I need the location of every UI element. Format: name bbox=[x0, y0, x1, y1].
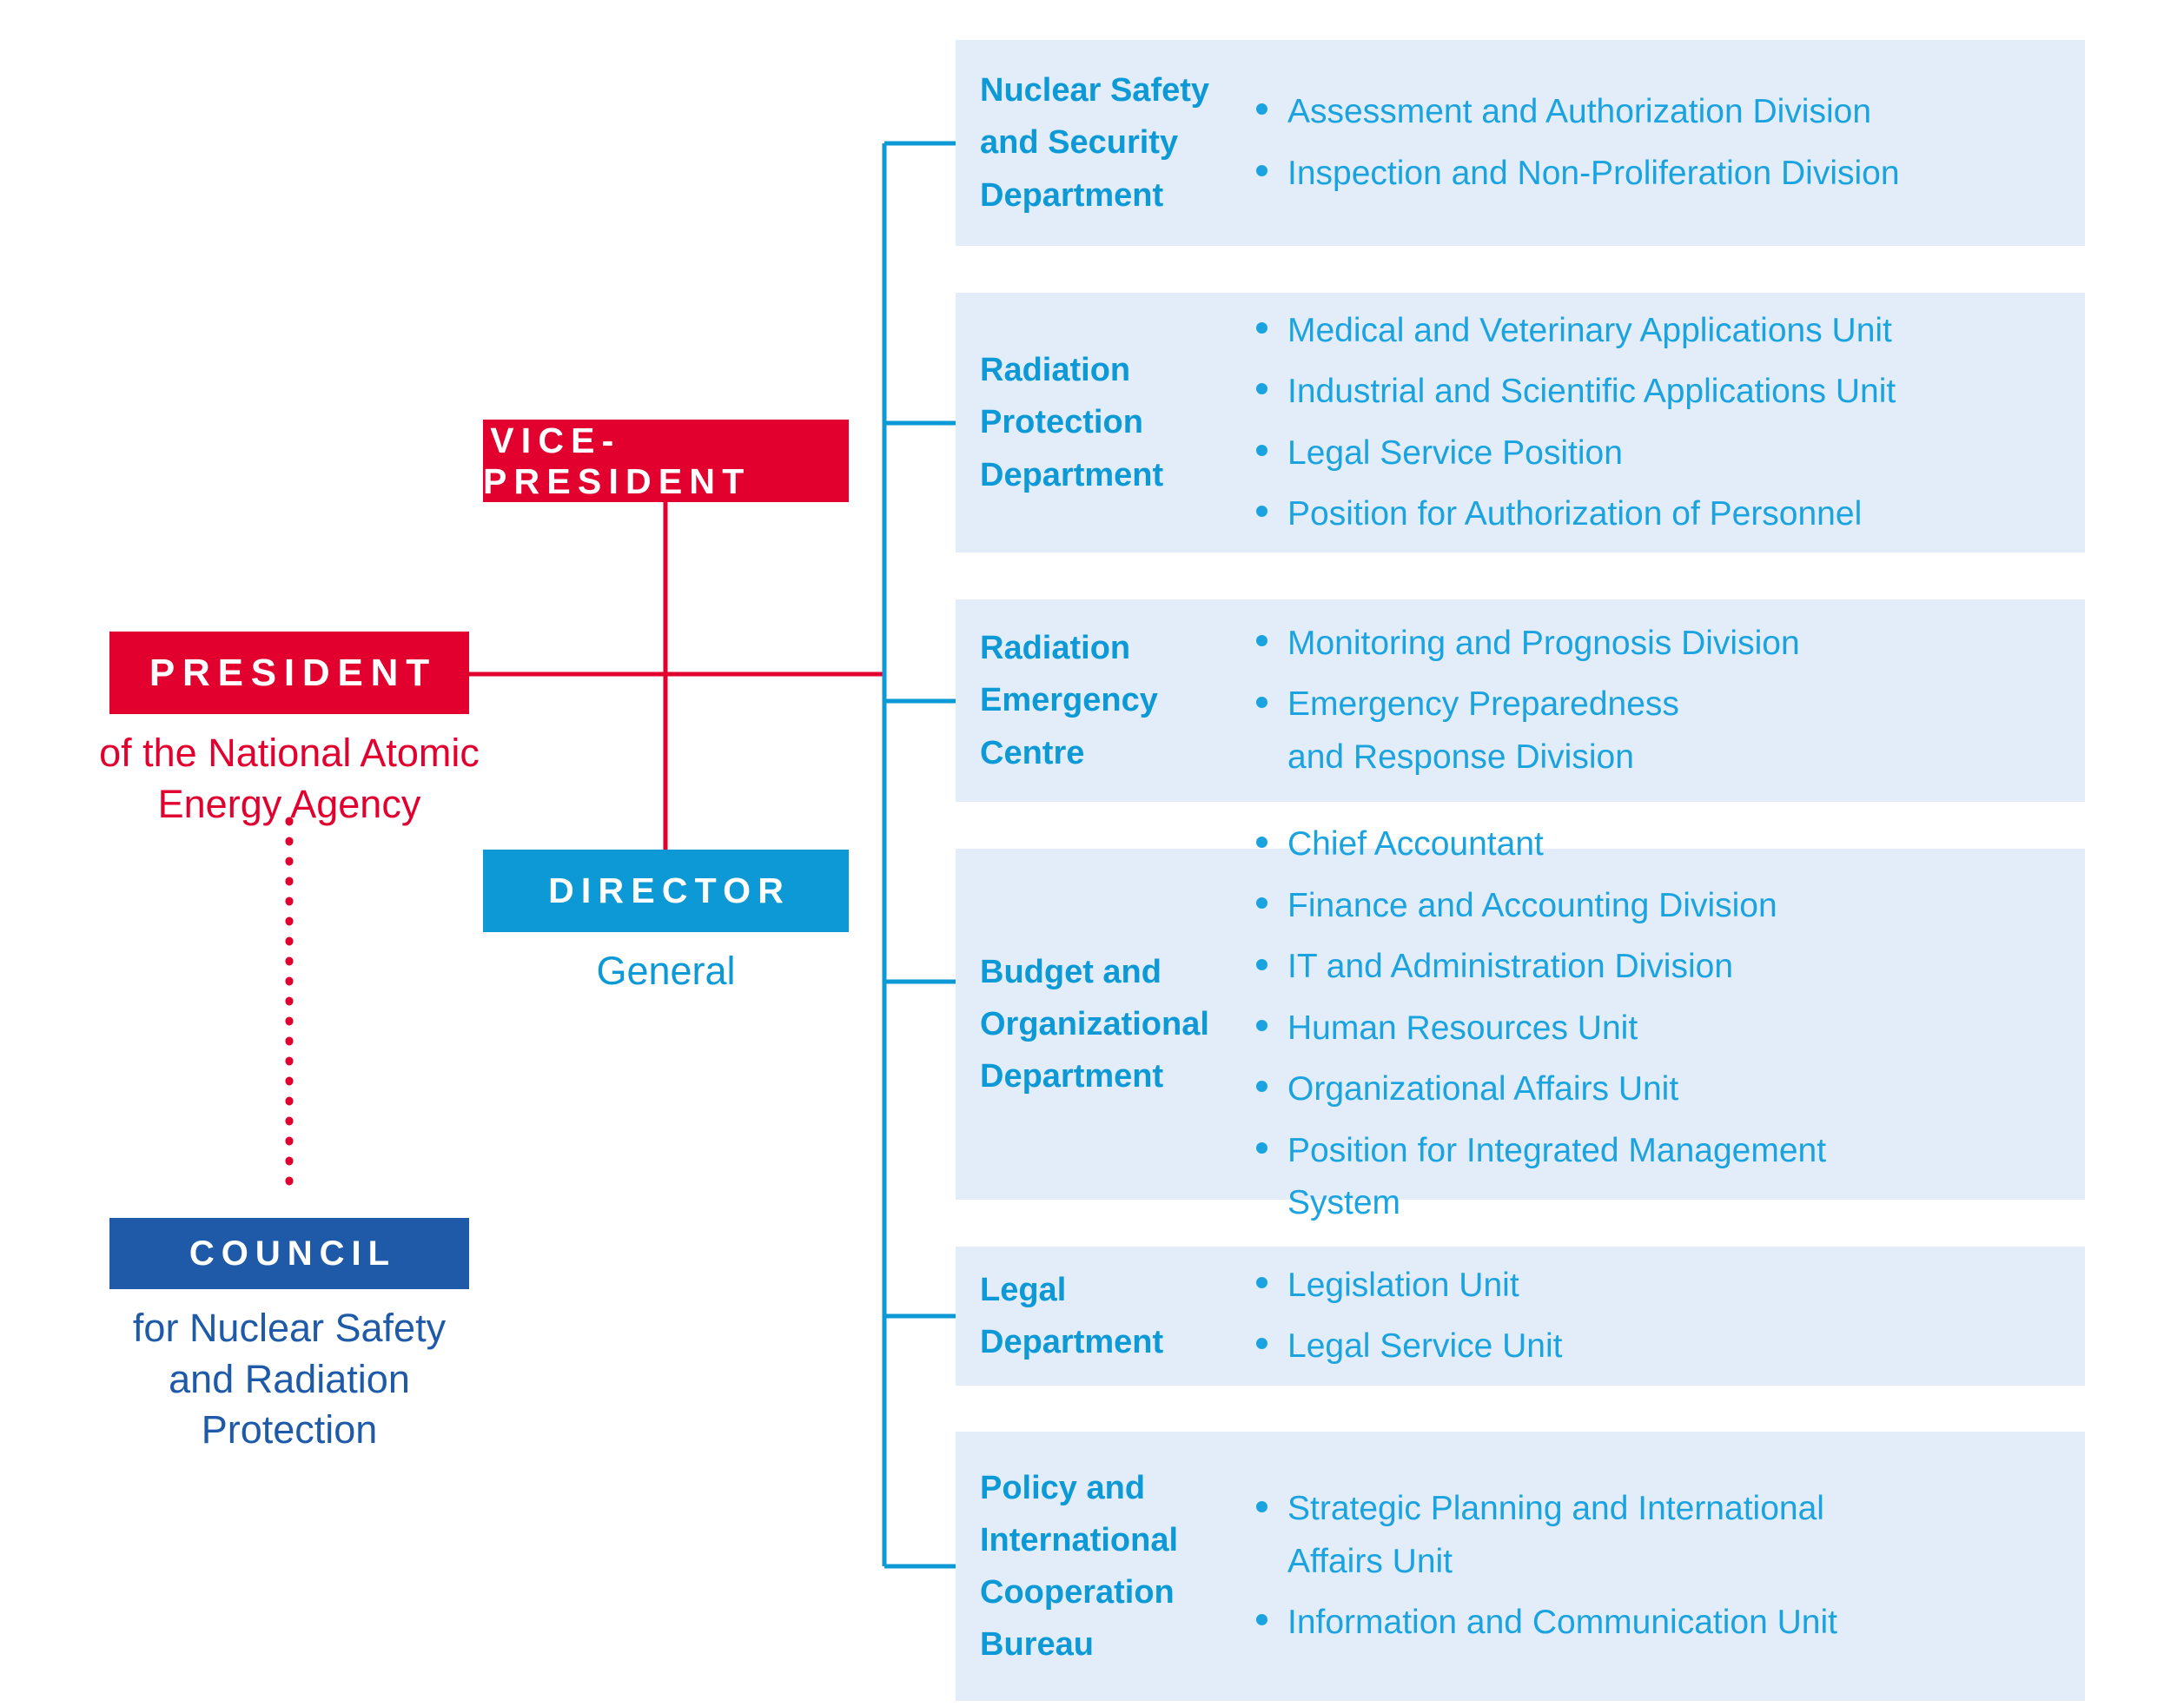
department-unit-item[interactable]: Organizational Affairs Unit bbox=[1251, 1063, 2068, 1115]
department-unit-label: Finance and Accounting Division bbox=[1287, 886, 1777, 924]
department-unit-label: Position for Authorization of Personnel bbox=[1287, 494, 1863, 533]
bullet-icon bbox=[1256, 1338, 1267, 1350]
bullet-icon bbox=[1256, 444, 1267, 456]
department-unit-label: Information and Communication Unit bbox=[1287, 1604, 1837, 1642]
council-box[interactable]: COUNCIL bbox=[109, 1218, 469, 1289]
department-unit-item[interactable]: Information and Communication Unit bbox=[1251, 1597, 2068, 1649]
bullet-icon bbox=[1256, 1141, 1267, 1154]
department-unit-label: Legal Service Unit bbox=[1287, 1327, 1563, 1365]
department-unit-item[interactable]: Monitoring and Prognosis Division bbox=[1251, 618, 2068, 670]
department-unit-item[interactable]: Legal Service Position bbox=[1251, 427, 2068, 480]
department-unit-label: Legislation Unit bbox=[1287, 1266, 1519, 1304]
department-unit-item[interactable]: IT and Administration Division bbox=[1251, 941, 2068, 993]
director-subtitle: General bbox=[596, 949, 736, 993]
vice-president-box[interactable]: VICE-PRESIDENT bbox=[483, 420, 849, 502]
bullet-icon bbox=[1256, 103, 1267, 116]
bullet-icon bbox=[1256, 1614, 1267, 1626]
department-unit-label: Human Resources Unit bbox=[1287, 1009, 1638, 1047]
department-unit-item[interactable]: Legal Service Unit bbox=[1251, 1320, 2068, 1373]
bullet-icon bbox=[1256, 164, 1267, 176]
director-box[interactable]: DIRECTOR bbox=[483, 850, 849, 932]
department-unit-label: Industrial and Scientific Applications U… bbox=[1287, 373, 1896, 411]
department-unit-item[interactable]: Industrial and Scientific Applications U… bbox=[1251, 366, 2068, 418]
bullet-icon bbox=[1256, 1276, 1267, 1288]
department-unit-label: Inspection and Non-Proliferation Divisio… bbox=[1287, 154, 1900, 192]
bullet-icon bbox=[1256, 506, 1267, 518]
bullet-icon bbox=[1256, 897, 1267, 910]
bullet-icon bbox=[1256, 836, 1267, 848]
department-unit-label: Organizational Affairs Unit bbox=[1287, 1070, 1679, 1108]
bullet-icon bbox=[1256, 321, 1267, 334]
bullet-icon bbox=[1256, 1020, 1267, 1032]
department-unit-label: Monitoring and Prognosis Division bbox=[1287, 624, 1800, 662]
department-unit-item[interactable]: Legislation Unit bbox=[1251, 1260, 2068, 1312]
department-unit-label: Medical and Veterinary Applications Unit bbox=[1287, 311, 1892, 349]
department-unit-label: IT and Administration Division bbox=[1287, 948, 1734, 986]
department-unit-item[interactable]: Position for Authorization of Personnel bbox=[1251, 488, 2068, 540]
department-unit-label: Chief Accountant bbox=[1287, 825, 1544, 863]
president-box[interactable]: PRESIDENT bbox=[109, 632, 469, 714]
department-unit-item[interactable]: Finance and Accounting Division bbox=[1251, 880, 2068, 932]
bullet-icon bbox=[1256, 696, 1267, 708]
department-unit-item[interactable]: Human Resources Unit bbox=[1251, 1002, 2068, 1055]
department-unit-label: Legal Service Position bbox=[1287, 433, 1623, 472]
bullet-icon bbox=[1256, 383, 1267, 395]
bullet-icon bbox=[1256, 1500, 1267, 1512]
bullet-icon bbox=[1256, 1081, 1267, 1093]
bullet-icon bbox=[1256, 635, 1267, 647]
department-unit-item[interactable]: Inspection and Non-Proliferation Divisio… bbox=[1251, 148, 2068, 200]
bullet-icon bbox=[1256, 958, 1267, 970]
department-unit-list: Medical and Veterinary Applications Unit… bbox=[1251, 305, 2085, 541]
department-unit-item[interactable]: Assessment and Authorization Division bbox=[1251, 86, 2068, 138]
department-unit-item[interactable]: Chief Accountant bbox=[1251, 818, 2068, 870]
department-unit-label: Assessment and Authorization Division bbox=[1287, 93, 1872, 131]
department-unit-item[interactable]: Medical and Veterinary Applications Unit bbox=[1251, 305, 2068, 357]
